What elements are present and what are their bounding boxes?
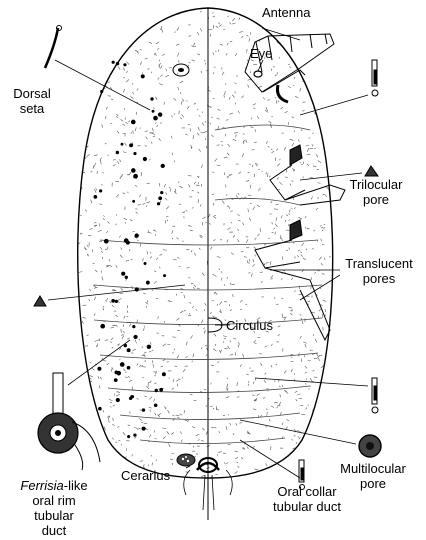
oral-collar-inset (298, 459, 305, 490)
eye-mark (253, 70, 263, 78)
label-antenna: Antenna (262, 5, 311, 20)
segment-lines (93, 124, 323, 444)
dorsal-cerarii (93, 60, 167, 439)
label-trilocular-pore: Trilocular pore (349, 177, 403, 207)
trilocular-pore-right-inset (364, 165, 379, 177)
cerarius-mark (176, 453, 196, 467)
anal-ring (198, 457, 218, 473)
translucent-pore-insets (371, 59, 379, 414)
label-dorsal-seta: Dorsal seta (13, 86, 51, 116)
anterior-ostiole (172, 63, 190, 77)
legs-drawing (254, 144, 346, 342)
label-eye: Eye (250, 46, 273, 61)
ferrisia-duct-inset (37, 372, 101, 471)
label-ferrisia-duct: Ferrisia-like oral rim tubular duct (20, 478, 88, 538)
body-stipple (77, 10, 332, 478)
label-circulus: Circulus (226, 318, 273, 333)
label-translucent-pores: Translucent pores (345, 256, 413, 286)
leader-lines (47, 27, 369, 479)
label-cerarius: Cerarius (121, 468, 171, 483)
dorsal-seta-inset (43, 27, 60, 69)
trilocular-pore-left-inset (33, 295, 47, 307)
antenna-drawing (244, 33, 335, 93)
mouthpart (276, 84, 289, 104)
label-multilocular-pore: Multilocular pore (340, 461, 406, 491)
label-oral-collar: Oral collar tubular duct (273, 484, 341, 514)
